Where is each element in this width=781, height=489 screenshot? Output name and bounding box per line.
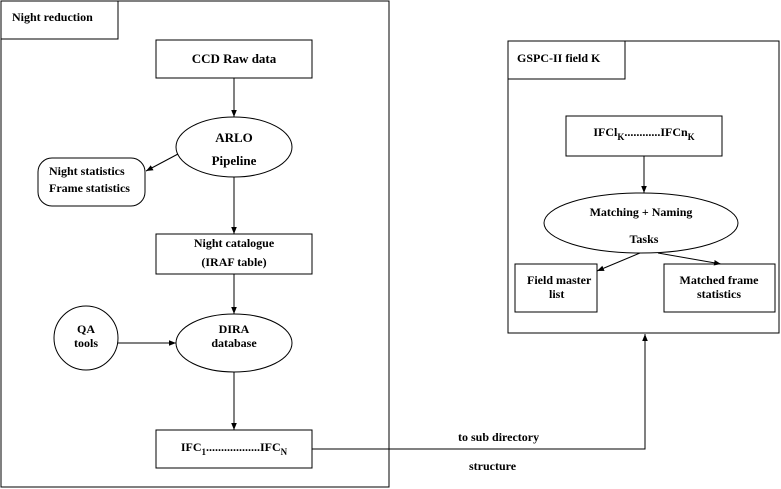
gspc-field-panel: [507, 40, 780, 334]
tasks-label: Tasks: [630, 232, 659, 246]
matched-frame-label: Matched frame: [680, 273, 760, 287]
night-reduction-title-box: [0, 0, 119, 40]
matching-naming-ellipse: [543, 192, 739, 254]
night-statistics-label: Night statistics: [49, 164, 125, 178]
ifcl-prefix: IFCl: [593, 125, 618, 139]
ifc-subscript-n: N: [281, 447, 288, 457]
qa-label: QA: [77, 322, 95, 336]
night-reduction-title: Night reduction: [12, 10, 93, 24]
field-master-list-box: [514, 263, 598, 313]
ifcl-ifcn-label: IFClK............IFCnK: [593, 125, 694, 142]
iraf-table-label: (IRAF table): [201, 255, 266, 269]
dira-label: DIRA: [219, 322, 250, 336]
night-reduction-panel: [0, 0, 390, 488]
arrow-arlo-to-statistics: [145, 153, 179, 172]
database-label: database: [211, 336, 257, 350]
structure-label: structure: [469, 459, 517, 473]
ccd-raw-data-label: CCD Raw data: [192, 51, 277, 66]
statistics-label: statistics: [697, 287, 741, 301]
arrow-ifc-to-gspc-field: [312, 334, 648, 450]
pipeline-label: Pipeline: [212, 153, 257, 168]
qa-tools-circle: [53, 305, 119, 371]
ifc-prefix: IFC: [181, 440, 202, 454]
arrow-matching-to-matched-frame: [657, 252, 722, 266]
night-catalogue-label: Night catalogue: [194, 236, 275, 250]
to-sub-directory-label: to sub directory: [458, 430, 539, 444]
list-label: list: [549, 287, 564, 301]
ifcl-dots: ............IFCn: [624, 125, 688, 139]
arlo-label: ARLO: [215, 130, 253, 145]
frame-statistics-label: Frame statistics: [49, 181, 130, 195]
matching-naming-label: Matching + Naming: [590, 205, 693, 219]
ifc-dots: ..................IFC: [206, 440, 281, 454]
ifc-range-label: IFC1..................IFCN: [181, 440, 288, 457]
tools-label: tools: [74, 336, 98, 350]
arrow-matching-to-field-master: [596, 252, 641, 272]
ifc-subscript-1: 1: [202, 447, 207, 457]
ifcl-subscript-k: K: [617, 132, 624, 142]
ifcn-subscript-k: K: [688, 132, 695, 142]
night-frame-statistics-box: [37, 157, 146, 207]
field-master-label: Field master: [527, 273, 592, 287]
gspc-field-title-box: [507, 40, 626, 80]
matched-frame-statistics-box: [663, 263, 776, 313]
gspc-field-title: GSPC-II field K: [517, 51, 601, 65]
arlo-pipeline-ellipse: [175, 116, 293, 178]
